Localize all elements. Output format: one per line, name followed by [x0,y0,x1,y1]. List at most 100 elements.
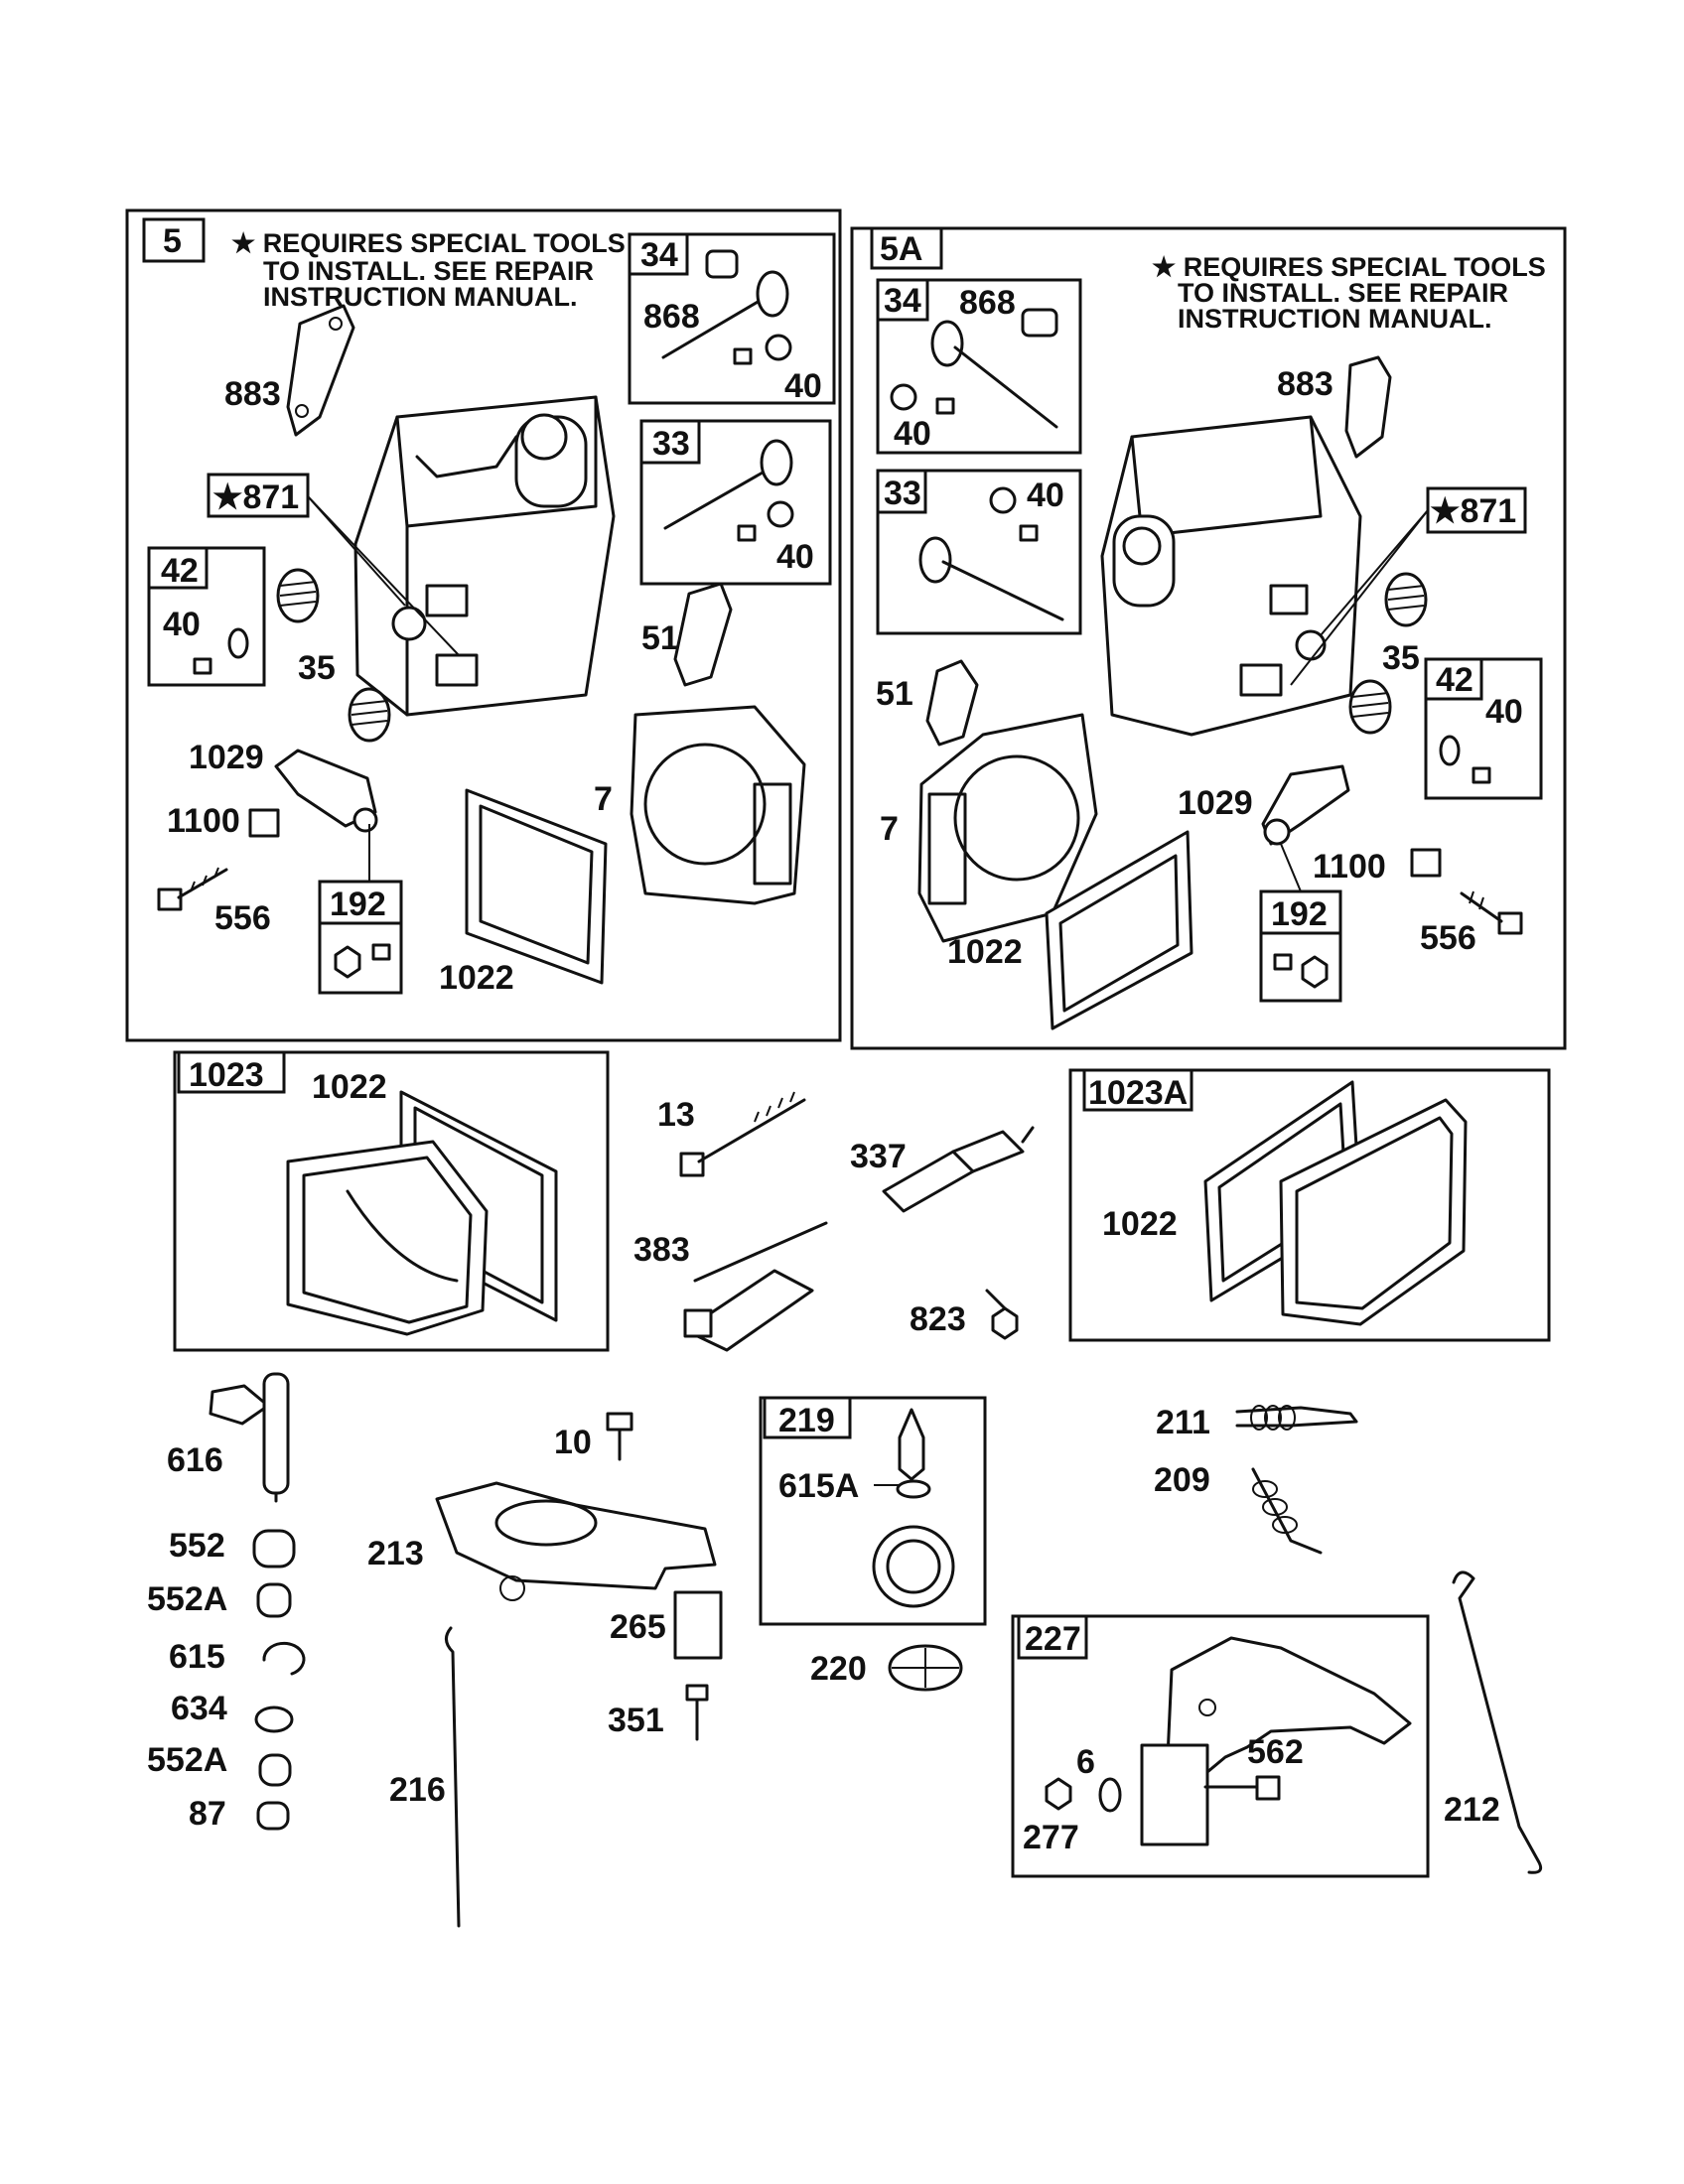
callout-883: 883 [224,375,281,413]
callout-6: 6 [1076,1743,1095,1781]
callout-337: 337 [850,1138,907,1175]
callout-562: 562 [1247,1733,1304,1771]
callout-277: 277 [1023,1819,1079,1856]
callout-868: 868 [643,298,700,336]
head-gasket [630,705,806,905]
callout-1022: 1022 [1102,1205,1178,1243]
washer-6 [1098,1777,1122,1813]
link-212 [1452,1570,1543,1874]
ignition-coil [683,1221,828,1352]
bolt-823 [985,1289,1019,1340]
box-227: 227 6 562 277 [1011,1614,1430,1878]
box-219: 219 615A [759,1396,987,1626]
gasket-883 [1344,355,1392,459]
cover-gasket [1045,830,1193,1030]
screw-562 [1203,1775,1281,1801]
callout-40: 40 [1485,693,1523,731]
rocker-arm [274,749,377,828]
panel-5a-box-42-label: 42 [1436,661,1474,699]
callout-87: 87 [189,1795,226,1833]
callout-552a: 552A [147,1580,227,1618]
ring-552a [256,1582,292,1618]
ring-552a-2 [258,1753,292,1787]
nut-87 [256,1801,290,1831]
screw-10 [606,1412,633,1461]
head-gasket [917,713,1098,943]
washer [765,334,792,361]
gasket-51 [925,659,979,747]
panel-5a-box-192: 192 [1259,889,1342,1003]
nut-277 [1045,1777,1072,1811]
panel-5a: 5A ★ REQUIRES SPECIAL TOOLS TO INSTALL. … [850,226,1567,1050]
valve-stem [661,296,767,359]
washer-634 [254,1706,294,1733]
callout-7: 7 [880,810,899,848]
callout-212: 212 [1444,1791,1500,1829]
panel-5-note-line2: TO INSTALL. SEE REPAIR [263,256,594,286]
panel-5-label: 5 [163,222,182,260]
panel-5-box-34-label: 34 [640,236,678,274]
keeper [737,524,757,542]
valve-head [760,439,793,486]
bolt-556 [157,867,228,911]
panel-5a-box-871: ★871 [1430,492,1516,530]
callout-556: 556 [1420,919,1476,957]
panel-5-box-871: ★871 [212,478,299,516]
callout-10: 10 [554,1424,592,1461]
callout-1022: 1022 [947,933,1023,971]
keeper [733,347,753,365]
callout-1029: 1029 [1178,784,1253,822]
cylinder-head [1100,415,1362,737]
gear-220 [888,1644,963,1692]
callout-211: 211 [1156,1404,1210,1441]
callout-634: 634 [171,1690,227,1727]
panel-5a-note-line1: ★ REQUIRES SPECIAL TOOLS [1152,252,1546,282]
callout-40: 40 [776,538,814,576]
callout-868: 868 [959,284,1016,322]
callout-216: 216 [389,1771,446,1809]
panel-5-box-33-label: 33 [652,425,690,463]
callout-1022: 1022 [312,1068,387,1106]
callout-40: 40 [1027,477,1064,514]
callout-51: 51 [876,675,913,713]
box-219-label: 219 [778,1402,835,1439]
panel-5-box-42-label: 42 [161,552,199,590]
callout-552: 552 [169,1527,225,1565]
rocker-pivot [1410,848,1442,878]
panel-5a-box-34: 34 868 40 [876,278,1082,455]
callout-552a-2: 552A [147,1741,227,1779]
panel-5-box-192-label: 192 [330,886,386,923]
callout-220: 220 [810,1650,867,1688]
washer [767,500,794,528]
valve-springs [276,568,391,743]
box-227-label: 227 [1025,1620,1081,1658]
governor-shaft [209,1372,290,1503]
valve-head [756,270,789,318]
valve-springs [1348,572,1428,735]
callout-51: 51 [641,619,679,657]
callout-40: 40 [894,415,931,453]
bolt-556 [1460,890,1523,935]
panel-5a-box-33-label: 33 [884,475,921,512]
clip-265 [673,1590,723,1660]
spring-209 [1251,1467,1323,1555]
cylinder-head [353,395,616,717]
link-216 [445,1626,461,1928]
screw-351 [685,1684,709,1741]
panel-5-box-192: 192 [318,880,403,995]
callout-616: 616 [167,1441,223,1479]
callout-556: 556 [214,899,271,937]
callout-823: 823 [910,1300,966,1338]
callout-883: 883 [1277,365,1333,403]
callout-213: 213 [367,1535,424,1572]
bushing-552 [252,1529,296,1569]
valve-guide [705,249,739,279]
callout-40: 40 [784,367,822,405]
panel-5a-box-34-label: 34 [884,282,921,320]
box-1023a-label: 1023A [1088,1074,1188,1112]
callout-35: 35 [298,649,336,687]
valve-cover [286,1140,489,1336]
box-1023a: 1023A 1022 [1068,1068,1551,1342]
panel-5: 5 ★ REQUIRES SPECIAL TOOLS TO INSTALL. S… [125,208,842,1042]
